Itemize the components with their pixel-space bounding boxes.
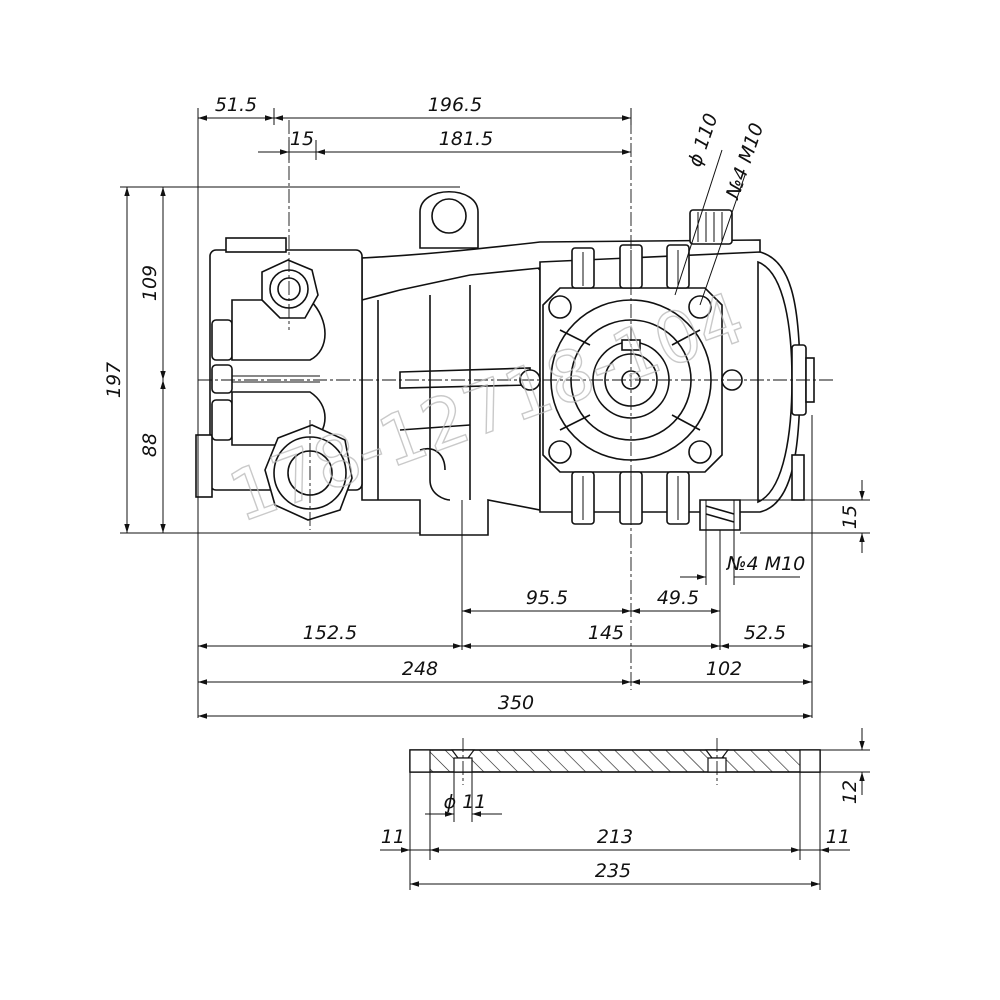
- dim-109: 109: [139, 265, 161, 301]
- flange-plate: [519, 287, 743, 473]
- dim-n4-m10-bottom: №4 M10: [726, 553, 805, 575]
- dim-49-5: 49.5: [657, 587, 699, 609]
- oil-cap: [689, 209, 733, 245]
- cooling-fins-top: [571, 244, 690, 289]
- outlet-port: [261, 259, 319, 319]
- dim-plate-11-right: 11: [826, 826, 850, 848]
- dim-350: 350: [498, 692, 534, 714]
- dim-197: 197: [103, 362, 125, 398]
- dim-plate-12: 12: [839, 780, 861, 804]
- dim-51-5: 51.5: [215, 94, 257, 116]
- dim-52-5: 52.5: [744, 622, 786, 644]
- base-plate: [409, 738, 821, 785]
- cooling-fins-bottom: [571, 471, 690, 525]
- plate-dimension-lines: [380, 728, 870, 890]
- dimension-lines: [120, 108, 870, 719]
- dim-15-top: 15: [290, 128, 314, 150]
- dim-plate-diameter-11: ϕ 11: [444, 791, 487, 813]
- dim-plate-235: 235: [595, 860, 631, 882]
- dim-88: 88: [139, 433, 161, 457]
- dim-n4-m10-top: №4 M10: [722, 120, 769, 202]
- mounting-foot: [699, 499, 741, 531]
- dim-plate-213: 213: [597, 826, 633, 848]
- dim-plate-11-left: 11: [381, 826, 405, 848]
- dim-145: 145: [588, 622, 624, 644]
- dim-152-5: 152.5: [303, 622, 357, 644]
- pump-body: [195, 191, 815, 536]
- dim-diameter-110: ϕ 110: [684, 111, 723, 170]
- dim-248: 248: [402, 658, 438, 680]
- dim-196-5: 196.5: [428, 94, 482, 116]
- inlet-port: [264, 424, 353, 521]
- dim-15-right: 15: [839, 505, 861, 529]
- dim-95-5: 95.5: [526, 587, 568, 609]
- dim-102: 102: [706, 658, 742, 680]
- dim-181-5: 181.5: [439, 128, 493, 150]
- lifting-eye: [419, 191, 479, 249]
